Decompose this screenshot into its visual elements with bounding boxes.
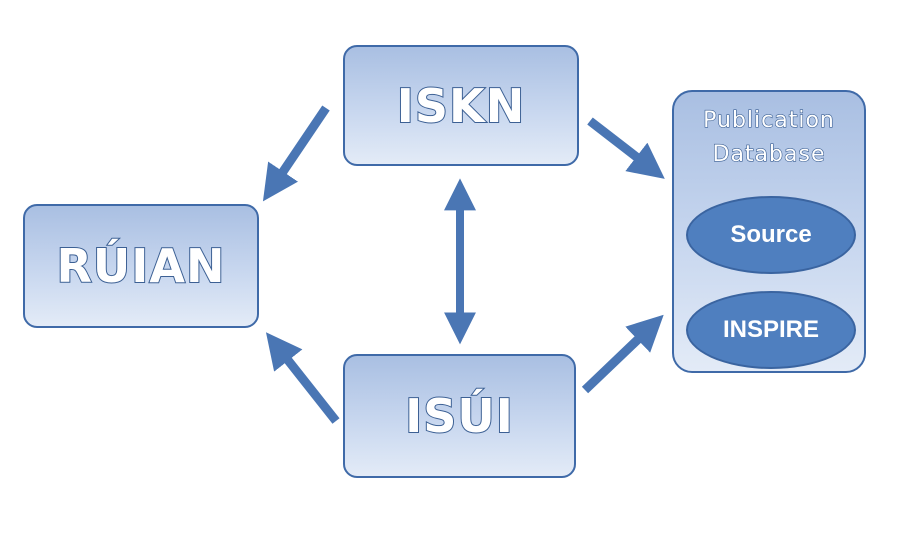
publication-database-title-line2: Database <box>712 141 826 167</box>
iskn-label: ISKN <box>396 78 526 134</box>
source-ellipse: Source <box>686 196 856 274</box>
publication-database-title-line1: Publication <box>703 107 835 133</box>
source-label: Source <box>730 221 812 248</box>
inspire-ellipse: INSPIRE <box>686 291 856 369</box>
isui-label: ISÚI <box>404 388 514 444</box>
publication-database-box: Publication Database Source INSPIRE <box>672 90 866 373</box>
publication-database-title: Publication Database <box>674 104 864 172</box>
isui-box: ISÚI <box>343 354 576 478</box>
inspire-label: INSPIRE <box>722 316 820 343</box>
arrow-isui-to-ruian <box>265 332 340 424</box>
arrow-isui-to-publication-db <box>581 314 664 394</box>
arrow-iskn-to-ruian <box>262 105 330 202</box>
ruian-label: RÚIAN <box>56 238 226 294</box>
ruian-box: RÚIAN <box>23 204 259 328</box>
arrow-iskn-to-publication-db <box>587 117 665 179</box>
iskn-box: ISKN <box>343 45 579 166</box>
